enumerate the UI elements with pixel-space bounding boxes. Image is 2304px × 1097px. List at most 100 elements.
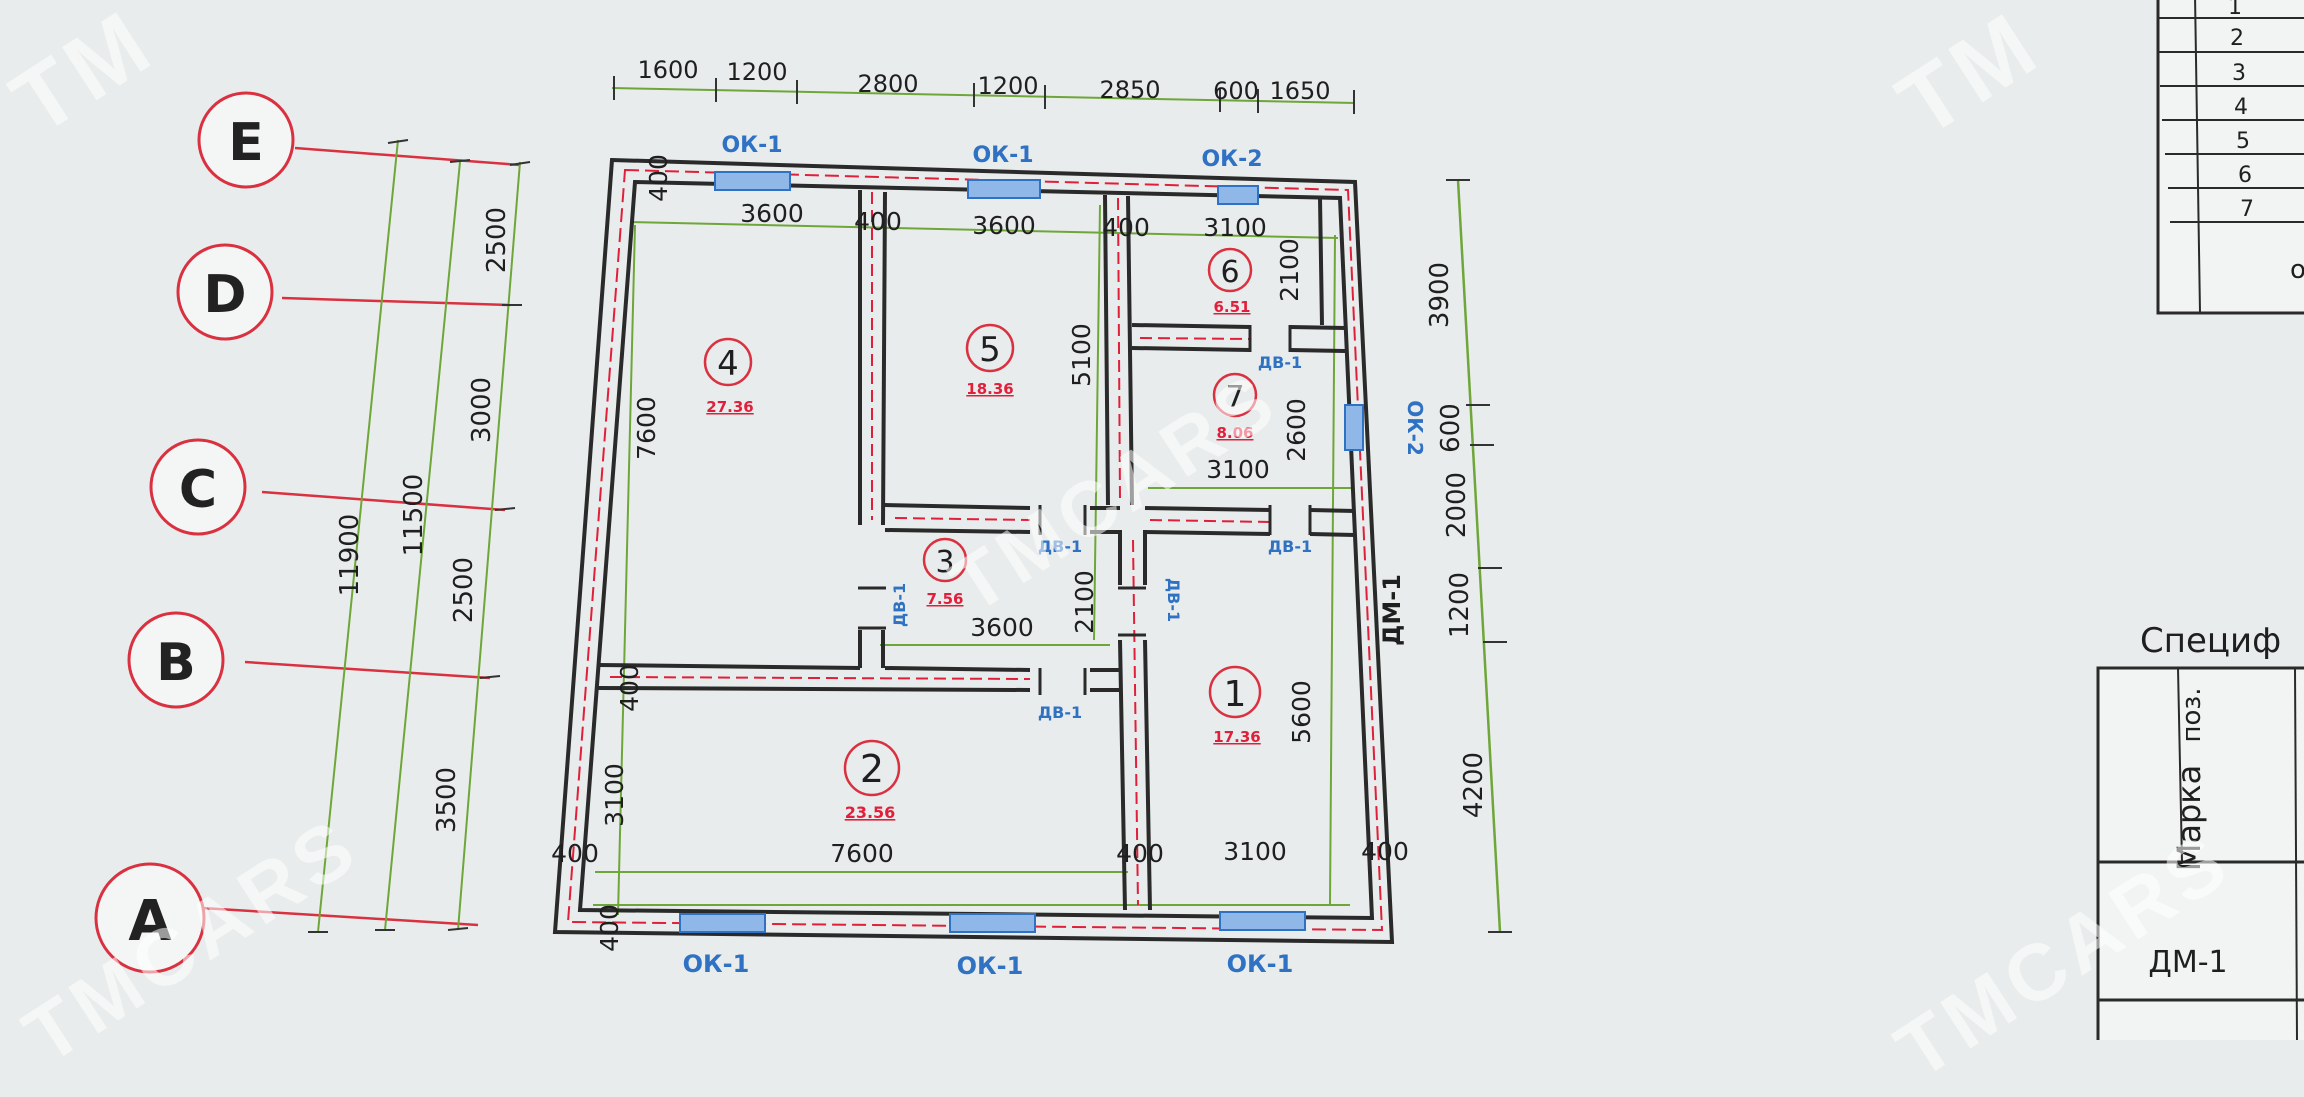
plan-dimension-lines — [593, 204, 1352, 916]
door-label-5: ДВ-1 — [890, 583, 909, 627]
right-dimension-chain: 3900 600 2000 1200 4200 — [1425, 179, 1512, 933]
window-label-bottom-1: ОК-1 — [683, 950, 750, 978]
window-bottom-3 — [1219, 911, 1306, 931]
dim-overall-inner: 11500 — [399, 474, 429, 557]
door-label-6: ДВ-1 — [1164, 578, 1183, 622]
axis-label-c: C — [179, 460, 217, 520]
window-label-top-1: ОК-1 — [721, 133, 782, 158]
axis-label-b: B — [156, 633, 196, 693]
room-7-area: 8.06 — [1216, 424, 1253, 442]
room-2-area: 23.56 — [845, 803, 896, 822]
dim-wall-bottom-1: 400 — [551, 839, 599, 868]
room-7-number: 7 — [1225, 380, 1244, 415]
dim-room2-height: 3100 — [600, 763, 629, 827]
top-dimension-chain: 1600 1200 2800 1200 2850 600 1650 — [611, 56, 1356, 114]
window-label-bottom-2: ОК-1 — [957, 952, 1024, 980]
window-top-1 — [714, 171, 791, 191]
window-bottom-2 — [949, 913, 1036, 933]
room-2-number: 2 — [860, 747, 884, 791]
dim-wall-bottom-2: 400 — [1116, 839, 1164, 868]
specification-title: Специф — [2140, 621, 2281, 661]
entry-door-label: ДМ-1 — [1378, 574, 1406, 646]
axis-bubble-b: B — [127, 611, 225, 709]
stamp-table: 1 2 3 4 5 6 7 о — [2156, 0, 2304, 315]
dim-room1-width: 3100 — [1223, 837, 1287, 866]
room-6-number: 6 — [1220, 255, 1239, 290]
dim-left-seg-1: 2500 — [482, 207, 512, 273]
door-label-3: ДВ-1 — [1258, 353, 1302, 372]
top-dim-3: 2800 — [857, 70, 918, 98]
room-3-marker: 3 7.56 — [922, 537, 968, 608]
stamp-row-1: 1 — [2228, 0, 2242, 20]
stamp-row-6: 6 — [2238, 163, 2252, 188]
stamp-row-3: 3 — [2232, 61, 2246, 86]
stamp-row-4: 4 — [2234, 95, 2248, 120]
top-dim-6: 600 — [1213, 77, 1259, 105]
dim-room3-width: 3600 — [970, 613, 1034, 642]
room-6-marker: 6 6.51 — [1207, 247, 1253, 316]
axis-lines — [201, 146, 521, 927]
window-label-top-3: ОК-2 — [1201, 147, 1262, 172]
dim-room7-width: 3100 — [1206, 455, 1270, 484]
window-label-bottom-3: ОК-1 — [1227, 950, 1294, 978]
door-label-1: ДВ-1 — [1038, 537, 1082, 556]
dim-left-seg-3: 2500 — [449, 557, 479, 623]
dim-room5-height: 5100 — [1067, 323, 1096, 387]
room-4-area: 27.36 — [706, 398, 753, 416]
room-5-area: 18.36 — [966, 380, 1013, 398]
top-dim-4: 1200 — [977, 72, 1038, 100]
interior-wall-hatch — [609, 192, 1271, 906]
window-bottom-1 — [679, 913, 766, 933]
room-3-number: 3 — [935, 545, 954, 580]
spec-col-marka: Марка — [2170, 765, 2208, 871]
opening-labels: ОК-1 ОК-1 ОК-2 ОК-1 ОК-1 ОК-1 ОК-2 ДВ-1 … — [683, 133, 1427, 980]
right-dim-5: 4200 — [1459, 752, 1489, 818]
top-dim-2: 1200 — [726, 58, 787, 86]
door-label-4: ДВ-1 — [1038, 703, 1082, 722]
window-label-top-2: ОК-1 — [972, 143, 1033, 168]
stamp-cut-cell: о — [2290, 255, 2304, 285]
axis-label-d: D — [203, 265, 246, 325]
dim-room4-width: 3600 — [740, 199, 804, 228]
dim-room2-width: 7600 — [830, 839, 894, 868]
axis-bubble-d: D — [176, 243, 274, 341]
left-dimension-lines — [317, 139, 521, 933]
room-dimensions: 3600 3600 3100 400 400 400 7600 5100 210… — [551, 154, 1409, 952]
top-dim-7: 1650 — [1269, 77, 1330, 105]
wall-hatch-lines — [566, 168, 1384, 932]
window-top-3 — [1217, 185, 1259, 205]
axis-bubble-e: E — [197, 91, 295, 189]
dim-overall-outer: 11900 — [335, 514, 365, 597]
dim-left-seg-2: 3000 — [467, 377, 497, 443]
room-7-marker: 7 8.06 — [1212, 372, 1258, 442]
dim-room1-height: 5600 — [1287, 680, 1316, 744]
window-right-1 — [1344, 404, 1364, 451]
room-4-number: 4 — [717, 344, 739, 384]
stamp-row-7: 7 — [2240, 197, 2254, 222]
axis-bubble-c: C — [149, 438, 247, 536]
window-label-right: ОК-2 — [1403, 400, 1427, 456]
dim-room6-height: 2100 — [1275, 238, 1304, 302]
spec-row-dm1: ДМ-1 — [2148, 945, 2227, 980]
dim-room3-height: 2100 — [1070, 570, 1099, 634]
dim-room5-width: 3600 — [972, 211, 1036, 240]
right-dim-2: 600 — [1436, 403, 1466, 453]
door-ticks — [858, 325, 1312, 695]
window-top-2 — [967, 179, 1041, 199]
room-2-marker: 2 23.56 — [843, 739, 901, 822]
dim-wall-corner-tl: 400 — [644, 154, 673, 202]
room-4-marker: 4 27.36 — [703, 337, 754, 416]
axis-label-a: A — [128, 889, 172, 954]
dim-room7-height: 2600 — [1282, 398, 1311, 462]
spec-col-poz: поз. — [2177, 688, 2207, 743]
dim-wall-bottom-3: 400 — [1361, 837, 1409, 866]
dim-wall-top-2: 400 — [1102, 213, 1150, 242]
floor-plan-drawing: E D C B A 11900 11500 2500 3000 2500 350… — [94, 0, 2304, 1050]
axis-bubble-a: A — [94, 862, 206, 974]
dim-wall-top-1: 400 — [854, 207, 902, 236]
interior-walls — [597, 190, 1356, 911]
room-5-marker: 5 18.36 — [965, 323, 1015, 398]
dim-wall-mid-left: 400 — [615, 664, 644, 712]
top-dim-1: 1600 — [637, 56, 698, 84]
room-1-marker: 1 17.36 — [1208, 665, 1262, 746]
